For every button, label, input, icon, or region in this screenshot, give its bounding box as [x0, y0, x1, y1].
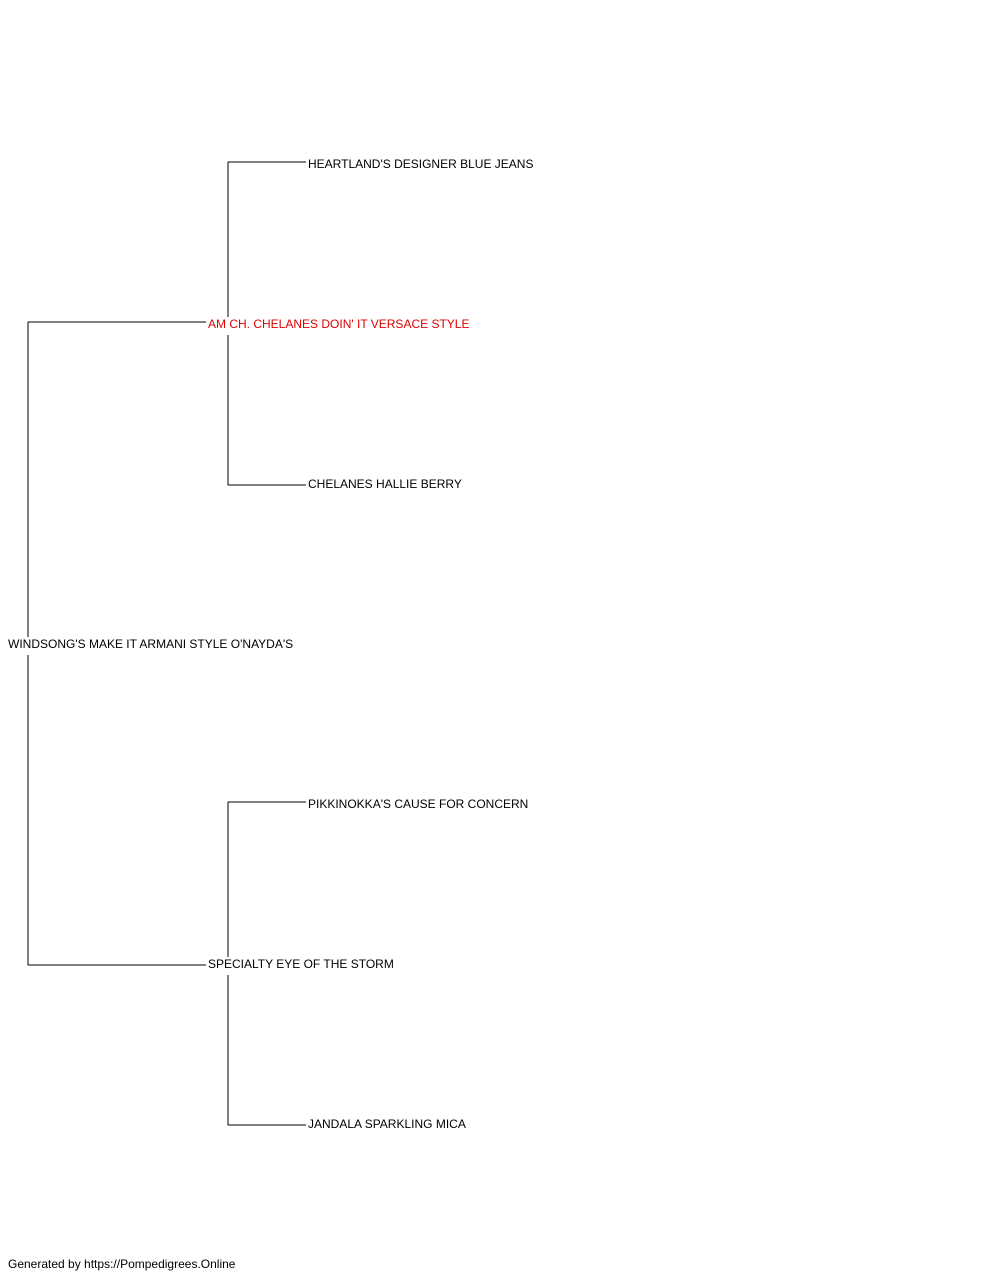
sire-dam-name: CHELANES HALLIE BERRY	[308, 477, 462, 491]
subject-name: WINDSONG'S MAKE IT ARMANI STYLE O'NAYDA'…	[8, 637, 294, 655]
dam-sire-name: PIKKINOKKA'S CAUSE FOR CONCERN	[308, 797, 529, 811]
dam-dam-name: JANDALA SPARKLING MICA	[308, 1117, 466, 1131]
sire-name: AM CH. CHELANES DOIN' IT VERSACE STYLE	[208, 317, 470, 335]
generated-by-footer: Generated by https://Pompedigrees.Online	[8, 1257, 236, 1271]
dam-name: SPECIALTY EYE OF THE STORM	[208, 957, 394, 975]
sire-sire-name: HEARTLAND'S DESIGNER BLUE JEANS	[308, 157, 534, 171]
